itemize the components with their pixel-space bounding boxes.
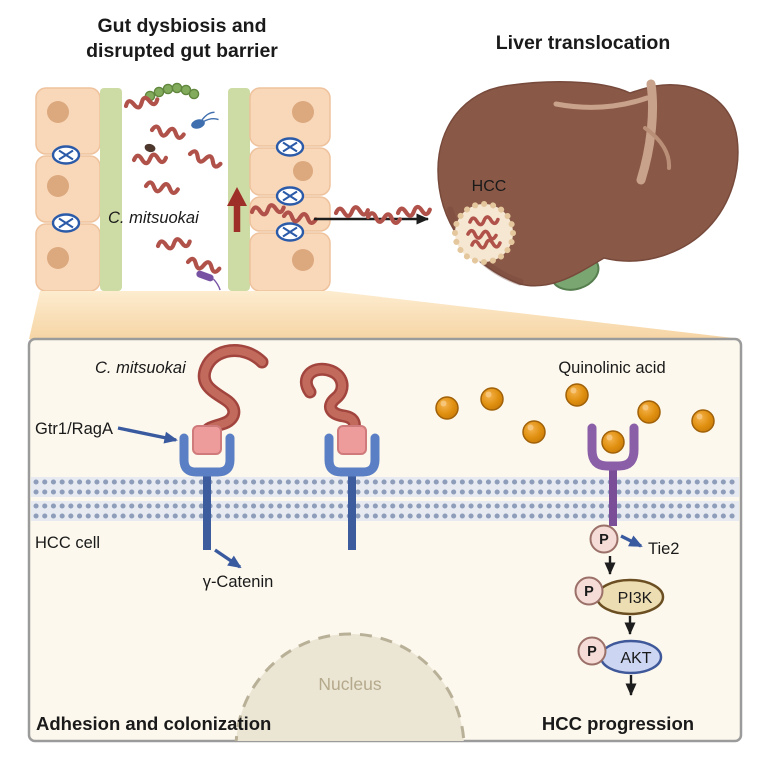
gut-title-line1: Gut dysbiosis and <box>97 15 266 37</box>
cell-nucleus <box>47 247 69 269</box>
hcc-cell-label: HCC cell <box>35 534 100 552</box>
cell-nucleus <box>292 249 314 271</box>
liver-title: Liver translocation <box>496 32 670 54</box>
phospho-label: P <box>587 644 597 660</box>
nucleus-label: Nucleus <box>318 674 381 694</box>
tie2-label: Tie2 <box>648 540 680 558</box>
quinolinic-acid-ball <box>565 383 589 407</box>
quinolinic-acid-ball <box>480 387 504 411</box>
adhering-bacterium-icon <box>299 362 361 438</box>
phospho-circle <box>574 576 604 606</box>
bacterium-icon <box>134 154 166 164</box>
streptococcus-chain-icon <box>144 82 200 102</box>
adhesin-binding-site <box>337 425 367 455</box>
gut-barrier-strip <box>228 88 250 291</box>
tie2-arrow <box>620 534 643 548</box>
akt-label: AKT <box>620 650 651 667</box>
receptor-stem <box>609 464 617 526</box>
epithelial-cell <box>35 87 101 155</box>
bacterium-icon <box>157 238 190 250</box>
lumen-bacteria <box>125 82 224 291</box>
pi3k-label: PI3K <box>618 590 653 607</box>
bacterium-icon <box>187 258 220 272</box>
progression-label: HCC progression <box>542 713 694 734</box>
gut-epithelium-left <box>35 87 122 292</box>
bacterium-icon <box>336 206 369 217</box>
adhesin-binding-site <box>192 425 222 455</box>
gtr1-raga-receptor <box>179 344 269 550</box>
gtr1-raga-arrow <box>117 426 178 444</box>
bacterium-icon <box>398 206 431 217</box>
liver-section: Liver translocation HCC <box>437 32 739 291</box>
cell-nucleus <box>293 161 313 181</box>
adhesion-label: Adhesion and colonization <box>36 713 271 734</box>
tight-junction-icon <box>51 213 81 233</box>
funnel-connector <box>29 291 742 339</box>
gtr1-raga-label: Gtr1/RagA <box>35 420 113 438</box>
phospho-label: P <box>584 584 594 600</box>
receptor-stem <box>348 470 356 550</box>
cell-nucleus <box>292 101 314 123</box>
nucleus: Nucleus <box>234 632 466 741</box>
receptor-cup <box>179 433 235 477</box>
bacterium-icon <box>189 150 222 167</box>
gut-section: Gut dysbiosis and disrupted gut barrier <box>35 15 331 292</box>
phospho-circle <box>589 524 619 554</box>
tight-junction-icon <box>275 137 305 157</box>
gut-barrier-strip <box>100 88 122 291</box>
hcc-tumor-icon <box>452 201 516 265</box>
bacterium-icon <box>151 126 184 138</box>
quinolinic-acid-ball <box>435 396 459 420</box>
quinolinic-acid-label: Quinolinic acid <box>558 359 665 377</box>
catenin-arrow <box>214 548 242 569</box>
hcc-tumor-label: HCC <box>472 178 507 195</box>
c-mitsuokai-panel-label: C. mitsuokai <box>95 359 187 377</box>
phospho-label: P <box>599 532 609 548</box>
bacterium-icon <box>146 182 179 193</box>
cell-nucleus <box>47 175 69 197</box>
purple-bacterium-icon <box>196 270 221 291</box>
cell-nucleus <box>47 101 69 123</box>
quinolinic-acid-ball <box>637 400 661 424</box>
catenin-label: γ-Catenin <box>203 573 274 591</box>
receptor-cup <box>324 433 380 477</box>
dark-bacterium-icon <box>144 143 156 153</box>
quinolinic-acid-ball <box>601 430 625 454</box>
tight-junction-icon <box>51 145 81 165</box>
gtr1-raga-receptor <box>299 362 380 550</box>
signaling-cascade: P Tie2 PI3K P AKT P <box>574 524 680 696</box>
tie2-receptor <box>587 423 639 526</box>
gut-epithelium-right <box>228 87 331 292</box>
quinolinic-acid-ball <box>691 409 715 433</box>
receptor-cup <box>587 423 639 471</box>
flagellated-bacterium-icon <box>191 111 219 129</box>
upregulation-arrow <box>227 187 247 232</box>
receptor-stem <box>203 470 211 550</box>
gut-title-line2: disrupted gut barrier <box>86 40 278 62</box>
phospho-circle <box>577 636 607 666</box>
c-mitsuokai-label: C. mitsuokai <box>108 209 200 227</box>
tight-junction-icon <box>275 186 305 206</box>
translocation-arrow <box>314 206 430 224</box>
quinolinic-acid-ball <box>522 420 546 444</box>
tight-junction-icon <box>275 222 305 242</box>
